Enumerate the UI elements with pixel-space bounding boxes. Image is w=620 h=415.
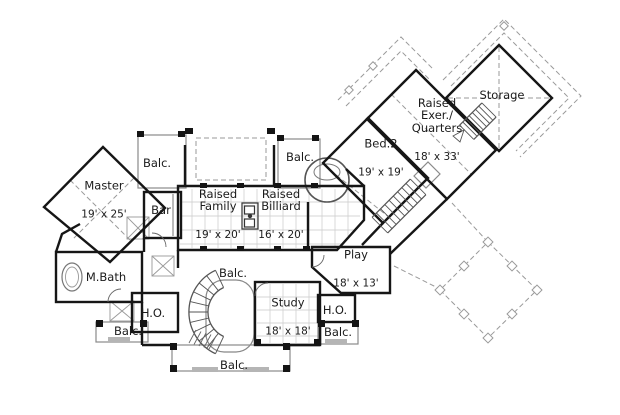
room-name: Storage bbox=[479, 87, 525, 102]
room-label-balc-bottom: Balc. bbox=[220, 341, 248, 389]
room-name: Raised Exer./ Quarters bbox=[411, 95, 463, 135]
room-label-balc-left: Balc. bbox=[114, 307, 142, 355]
deck-posts bbox=[344, 21, 543, 344]
room-label-billiard: Raised Billiard 16' x 20' bbox=[258, 170, 303, 260]
room-label-balc-top-right: Balc. bbox=[286, 133, 314, 181]
room-name: Bed.2 bbox=[364, 136, 398, 151]
room-label-study: Study 18' x 18' bbox=[265, 279, 310, 356]
room-dims: 19' x 20' bbox=[195, 229, 241, 242]
room-dims: 19' x 19' bbox=[358, 166, 404, 179]
room-name: Balc. bbox=[113, 323, 143, 338]
room-name: Balc. bbox=[285, 149, 315, 164]
room-label-bar: Bar bbox=[151, 186, 171, 234]
room-dims: 18' x 13' bbox=[333, 277, 379, 290]
room-label-bed2: Bed.2 19' x 19' bbox=[358, 120, 403, 197]
storage-staircase bbox=[452, 102, 497, 143]
room-label-mbath: M.Bath bbox=[86, 253, 126, 301]
room-name: Balc. bbox=[323, 324, 353, 339]
room-label-master: Master 19' x 25' bbox=[81, 162, 126, 239]
room-label-play: Play 18' x 13' bbox=[333, 231, 378, 308]
wall-posts bbox=[96, 128, 359, 372]
room-dims: 16' x 20' bbox=[258, 229, 304, 242]
room-label-balc-top-left: Balc. bbox=[143, 139, 171, 187]
room-name: Balc. bbox=[219, 357, 249, 372]
room-name: M.Bath bbox=[85, 269, 127, 284]
room-name: Play bbox=[344, 247, 368, 262]
room-label-family: Raised Family 19' x 20' bbox=[195, 170, 240, 260]
room-name: Raised Billiard bbox=[261, 186, 301, 214]
room-name: Balc. bbox=[218, 265, 248, 280]
curved-staircase bbox=[188, 269, 225, 355]
room-label-ho-right: H.O. bbox=[323, 286, 347, 334]
room-name: Balc. bbox=[142, 155, 172, 170]
door-arcs bbox=[107, 232, 325, 303]
wing-staircase bbox=[371, 178, 427, 234]
room-label-ho-left: H.O. bbox=[141, 289, 165, 337]
room-label-balc-right: Balc. bbox=[324, 308, 352, 356]
room-name: H.O. bbox=[322, 302, 348, 317]
room-label-storage: Storage bbox=[480, 71, 525, 119]
room-dims: 18' x 18' bbox=[265, 325, 311, 338]
room-name: Master bbox=[84, 178, 124, 193]
fireplace bbox=[241, 202, 259, 230]
balcony-rail-hatch bbox=[108, 337, 347, 372]
room-label-balc-gallery: Balc. bbox=[219, 249, 247, 297]
room-name: H.O. bbox=[140, 305, 166, 320]
room-name: Study bbox=[271, 295, 305, 310]
room-name: Bar bbox=[151, 202, 171, 217]
room-name: Raised Family bbox=[198, 186, 238, 214]
room-dims: 19' x 25' bbox=[81, 208, 127, 221]
room-dims: 18' x 33' bbox=[414, 150, 460, 163]
room-label-exer-quarters: Raised Exer./ Quarters 18' x 33' bbox=[412, 79, 462, 181]
